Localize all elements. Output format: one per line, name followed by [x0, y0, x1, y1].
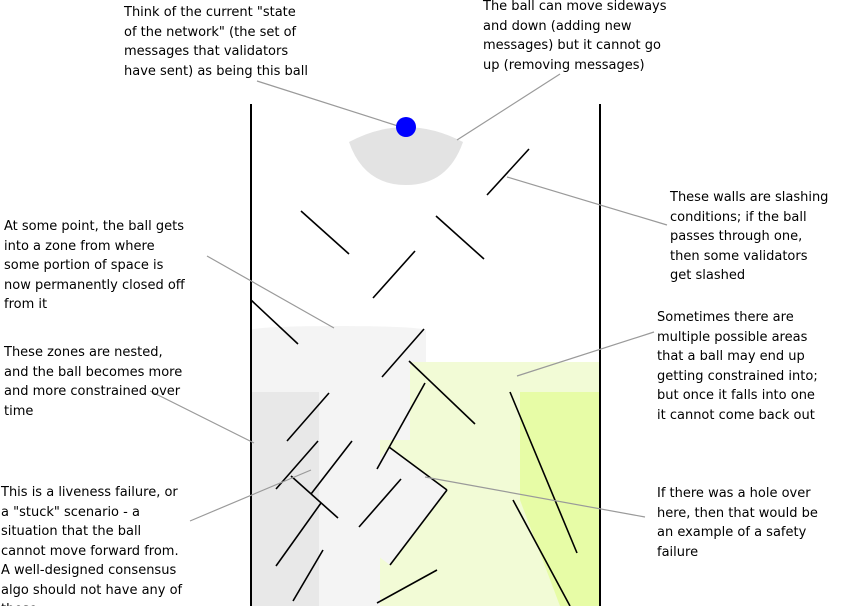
- note-walls-slashing: These walls are slashing conditions; if …: [670, 190, 829, 283]
- ball-zone: [349, 127, 463, 185]
- leader-line-multiple-areas: [516, 331, 655, 377]
- note-liveness-failure: This is a liveness failure, or a "stuck"…: [1, 485, 183, 606]
- slashing-wall: [381, 328, 425, 378]
- zone-light-gray-cap: [251, 326, 425, 334]
- leader-line-ball-movement: [456, 73, 561, 141]
- slashing-wall: [275, 502, 322, 567]
- slashing-wall: [290, 475, 339, 519]
- slashing-wall: [408, 360, 476, 425]
- slashing-wall: [275, 440, 319, 490]
- slashing-wall: [388, 446, 448, 491]
- slashing-wall: [509, 391, 578, 554]
- slashing-wall: [372, 250, 416, 299]
- network-state-ball: [396, 117, 416, 137]
- note-safety-failure: If there was a hole over here, then that…: [657, 486, 818, 560]
- slashing-wall: [376, 569, 438, 604]
- slashing-wall: [358, 478, 402, 528]
- leader-line-nested-zones: [149, 390, 255, 444]
- slashing-wall: [376, 382, 426, 470]
- note-closed-off-zone: At some point, the ball gets into a zone…: [4, 219, 185, 312]
- slashing-wall: [286, 392, 330, 442]
- slashing-wall: [486, 148, 530, 196]
- zone-sticky-square: [330, 447, 447, 565]
- note-ball-state: Think of the current "state of the netwo…: [124, 5, 308, 79]
- leader-line-walls-slashing: [506, 176, 668, 226]
- leader-line-safety-failure: [424, 476, 646, 518]
- leader-line-ball-state: [256, 80, 399, 127]
- leader-lines: [149, 73, 668, 522]
- slashing-wall: [512, 499, 571, 606]
- note-ball-movement: The ball can move sideways and down (add…: [483, 0, 667, 73]
- slashing-wall: [435, 215, 485, 260]
- slashing-wall: [300, 210, 350, 255]
- slashing-wall: [250, 299, 299, 345]
- slashing-wall: [389, 489, 448, 566]
- note-nested-zones: These zones are nested, and the ball bec…: [4, 345, 183, 419]
- zone-green: [520, 392, 600, 606]
- tube: [250, 104, 601, 606]
- zone-nested-gray: [251, 392, 319, 606]
- slashing-walls: [250, 148, 578, 606]
- leader-line-liveness-failure: [189, 469, 312, 522]
- zones: [251, 127, 600, 606]
- slashing-wall: [292, 549, 324, 602]
- leader-line-closed-off-zone: [206, 255, 335, 329]
- slashing-wall: [310, 440, 353, 495]
- note-multiple-areas: Sometimes there are multiple possible ar…: [657, 310, 818, 423]
